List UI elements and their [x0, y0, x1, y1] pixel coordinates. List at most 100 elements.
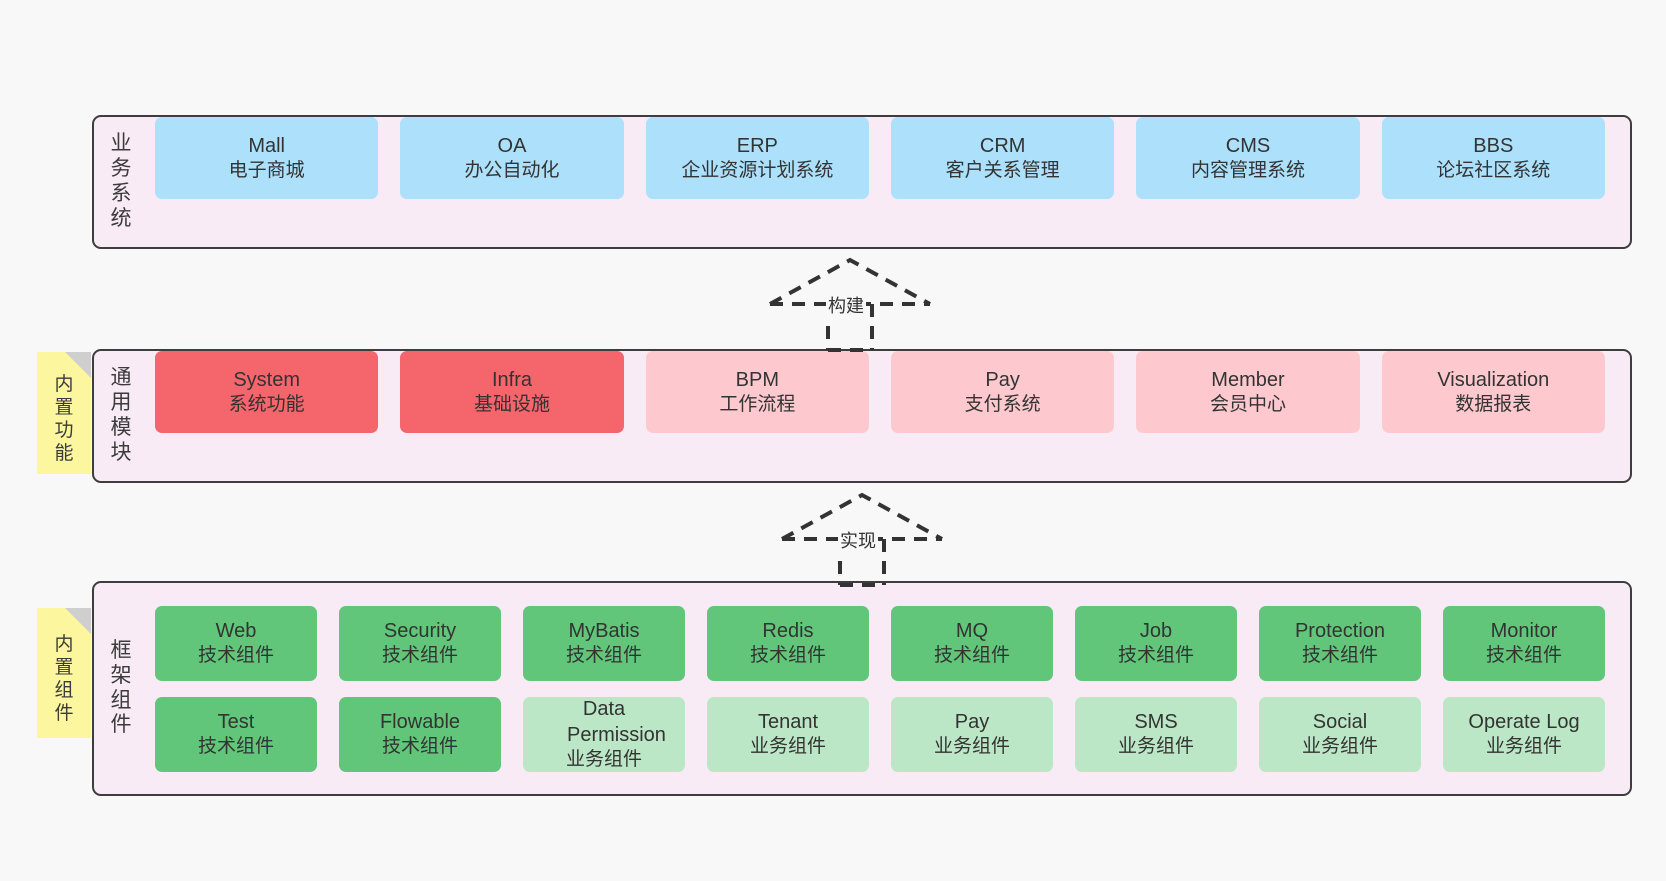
cell-title: Job [1139, 619, 1173, 642]
cell-title: Operate Log [1468, 710, 1580, 733]
cell-subtitle: 业务组件 [933, 735, 1010, 757]
cell-subtitle: 内容管理系统 [1190, 159, 1305, 181]
note-builtin-components: 内置组件 [37, 608, 91, 738]
cell-sms[interactable]: SMS 业务组件 [1075, 696, 1237, 772]
cell-subtitle: 基础设施 [473, 393, 550, 415]
connector-build-label: 构建 [826, 292, 866, 318]
cell-mall[interactable]: Mall 电子商城 [155, 117, 379, 199]
cell-subtitle: 业务组件 [1301, 735, 1378, 757]
cell-job[interactable]: Job 技术组件 [1075, 605, 1237, 681]
cell-subtitle: 办公自动化 [464, 159, 560, 181]
cell-subtitle: 技术组件 [1485, 644, 1562, 666]
cell-visualization[interactable]: Visualization 数据报表 [1381, 351, 1605, 433]
layer-business-systems: 业务系统 Mall 电子商城 OA 办公自动化 ERP 企业资源计划系统 CRM… [92, 115, 1632, 249]
note-builtin-features: 内置功能 [37, 352, 91, 474]
cell-subtitle: 数据报表 [1455, 393, 1532, 415]
cell-title: Web [215, 619, 257, 642]
cell-title: Visualization [1437, 368, 1550, 391]
cell-row: Test 技术组件 Flowable 技术组件 Data Permission … [144, 696, 1616, 772]
cell-subtitle: 业务组件 [1117, 735, 1194, 757]
cell-oa[interactable]: OA 办公自动化 [400, 117, 624, 199]
cell-row: Mall 电子商城 OA 办公自动化 ERP 企业资源计划系统 CRM 客户关系… [144, 117, 1616, 199]
cell-title: MyBatis [568, 619, 640, 642]
cell-subtitle: 技术组件 [381, 735, 458, 757]
cell-pay-component[interactable]: Pay 业务组件 [891, 696, 1053, 772]
cell-pay[interactable]: Pay 支付系统 [890, 351, 1115, 433]
cell-title: CRM [979, 134, 1026, 157]
layer-title-common-modules: 通用模块 [110, 366, 132, 464]
cell-social[interactable]: Social 业务组件 [1259, 696, 1421, 772]
cell-subtitle: 技术组件 [1301, 644, 1378, 666]
cell-subtitle: 企业资源计划系统 [681, 159, 834, 181]
cell-data-permission[interactable]: Data Permission 业务组件 [523, 696, 685, 772]
cell-subtitle: 业务组件 [1485, 735, 1562, 757]
layer-title-business-systems: 业务系统 [110, 132, 132, 230]
cell-title: Security [383, 619, 457, 642]
cell-subtitle: 支付系统 [964, 393, 1041, 415]
cell-title: Tenant [757, 710, 819, 733]
cell-title: Pay [954, 710, 990, 733]
cell-title: OA [497, 134, 527, 157]
cell-title: Protection [1294, 619, 1386, 642]
cell-subtitle: 工作流程 [719, 393, 796, 415]
cell-subtitle: 客户关系管理 [945, 159, 1060, 181]
cell-subtitle: 会员中心 [1209, 393, 1286, 415]
cell-title: SMS [1134, 710, 1178, 733]
layer-cells-framework-components: Web 技术组件 Security 技术组件 MyBatis 技术组件 Redi… [138, 583, 1630, 794]
cell-infra[interactable]: Infra 基础设施 [400, 351, 624, 433]
layer-cells-business-systems: Mall 电子商城 OA 办公自动化 ERP 企业资源计划系统 CRM 客户关系… [138, 117, 1630, 247]
cell-member[interactable]: Member 会员中心 [1136, 351, 1360, 433]
cell-mq[interactable]: MQ 技术组件 [891, 605, 1053, 681]
cell-crm[interactable]: CRM 客户关系管理 [890, 117, 1115, 199]
connector-implement: 实现 [772, 487, 952, 587]
cell-title: Test [217, 710, 255, 733]
layer-title-framework-components: 框架组件 [110, 638, 132, 737]
cell-title: BBS [1473, 134, 1514, 157]
cell-subtitle: 论坛社区系统 [1436, 159, 1551, 181]
note-label: 内置组件 [54, 634, 74, 724]
cell-cms[interactable]: CMS 内容管理系统 [1136, 117, 1360, 199]
note-fold-icon [65, 608, 91, 634]
cell-monitor[interactable]: Monitor 技术组件 [1443, 605, 1605, 681]
cell-title: Social [1312, 710, 1368, 733]
cell-web[interactable]: Web 技术组件 [155, 605, 317, 681]
cell-title: Data Permission [567, 697, 666, 746]
cell-subtitle: 技术组件 [933, 644, 1010, 666]
cell-subtitle: 技术组件 [197, 735, 274, 757]
cell-bpm[interactable]: BPM 工作流程 [645, 351, 869, 433]
cell-title: ERP [736, 134, 778, 157]
layer-cells-common-modules: System 系统功能 Infra 基础设施 BPM 工作流程 Pay 支付系统… [138, 351, 1630, 481]
cell-protection[interactable]: Protection 技术组件 [1259, 605, 1421, 681]
cell-title: Pay [985, 368, 1020, 391]
cell-test[interactable]: Test 技术组件 [155, 696, 317, 772]
layer-common-modules: 通用模块 System 系统功能 Infra 基础设施 BPM 工作流程 Pay… [92, 349, 1632, 483]
cell-subtitle: 电子商城 [228, 159, 305, 181]
connector-implement-label: 实现 [838, 527, 878, 553]
cell-row: System 系统功能 Infra 基础设施 BPM 工作流程 Pay 支付系统… [144, 351, 1616, 433]
cell-redis[interactable]: Redis 技术组件 [707, 605, 869, 681]
cell-title: BPM [735, 368, 779, 391]
cell-title: Redis [762, 619, 814, 642]
cell-operate-log[interactable]: Operate Log 业务组件 [1443, 696, 1605, 772]
cell-flowable[interactable]: Flowable 技术组件 [339, 696, 501, 772]
note-label: 内置功能 [54, 374, 74, 464]
cell-system[interactable]: System 系统功能 [155, 351, 379, 433]
cell-title: CMS [1225, 134, 1271, 157]
cell-security[interactable]: Security 技术组件 [339, 605, 501, 681]
note-fold-icon [65, 352, 91, 378]
cell-title: MQ [955, 619, 989, 642]
cell-bbs[interactable]: BBS 论坛社区系统 [1381, 117, 1605, 199]
cell-title: Member [1211, 368, 1285, 391]
cell-tenant[interactable]: Tenant 业务组件 [707, 696, 869, 772]
connector-build: 构建 [760, 252, 940, 352]
cell-row: Web 技术组件 Security 技术组件 MyBatis 技术组件 Redi… [144, 605, 1616, 681]
cell-title: Infra [491, 368, 532, 391]
cell-title: Monitor [1490, 619, 1558, 642]
cell-subtitle: 业务组件 [749, 735, 826, 757]
cell-mybatis[interactable]: MyBatis 技术组件 [523, 605, 685, 681]
cell-erp[interactable]: ERP 企业资源计划系统 [645, 117, 869, 199]
cell-subtitle: 技术组件 [1117, 644, 1194, 666]
cell-subtitle: 技术组件 [749, 644, 826, 666]
cell-subtitle: 系统功能 [228, 393, 305, 415]
